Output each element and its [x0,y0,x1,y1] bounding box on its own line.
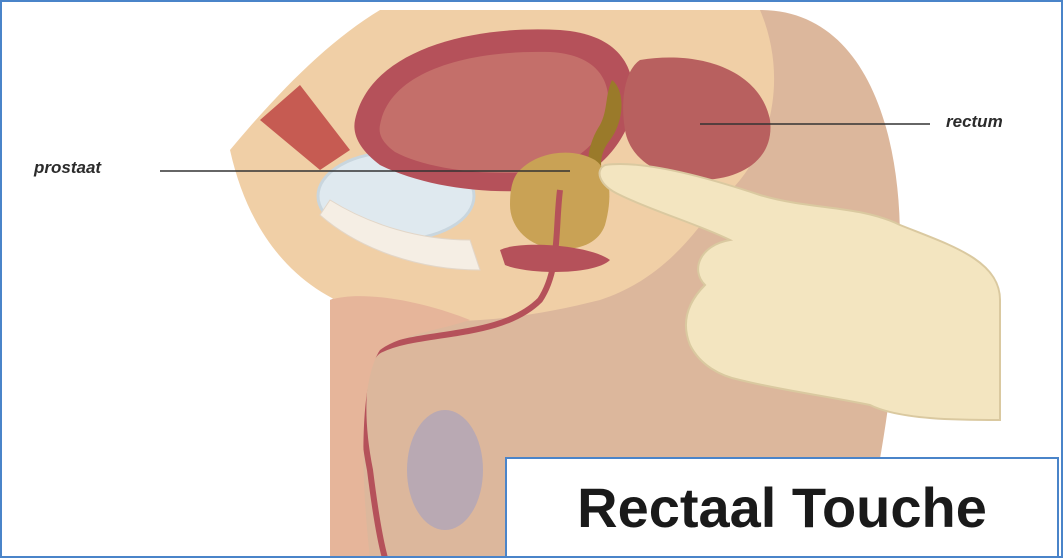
title-text: Rectaal Touche [577,475,987,540]
title-box: Rectaal Touche [505,457,1059,558]
rectum-label: rectum [946,112,1003,132]
prostate-label: prostaat [34,158,101,178]
